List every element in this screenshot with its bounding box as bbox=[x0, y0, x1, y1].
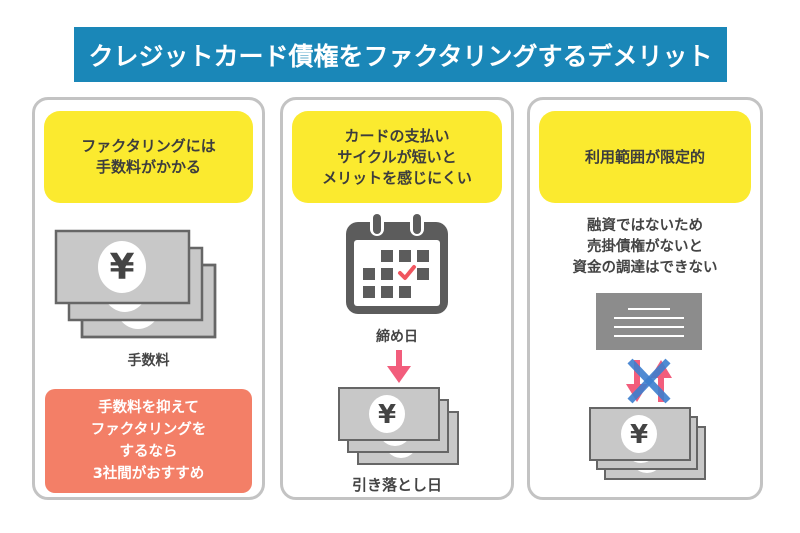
yen-bills-icon: ¥ bbox=[589, 407, 706, 480]
yen-bills-icon: ¥ bbox=[54, 229, 217, 339]
document-icon bbox=[596, 293, 702, 350]
card-heading: 利用範囲が限定的 bbox=[539, 111, 751, 203]
closing-date-label: 締め日 bbox=[376, 329, 418, 345]
card-fees: ファクタリングには 手数料がかかる ¥ 手数料 手数料を抑えて ファクタリングを… bbox=[32, 97, 265, 500]
yen-bills-icon: ¥ bbox=[338, 387, 459, 465]
page-title: クレジットカード債権をファクタリングするデメリット bbox=[74, 27, 727, 82]
limited-use-description: 融資ではないため 売掛債権がないと 資金の調達はできない bbox=[572, 218, 718, 276]
card-heading: カードの支払い サイクルが短いと メリットを感じにくい bbox=[292, 111, 502, 203]
card-limited-use: 利用範囲が限定的 融資ではないため 売掛債権がないと 資金の調達はできない ¥ bbox=[527, 97, 763, 500]
yen-symbol: ¥ bbox=[630, 420, 648, 450]
debit-date-label: 引き落とし日 bbox=[351, 476, 442, 494]
fees-label: 手数料 bbox=[127, 353, 170, 369]
arrow-down-icon bbox=[387, 350, 411, 383]
calendar-check-icon bbox=[346, 212, 448, 314]
card-heading: ファクタリングには 手数料がかかる bbox=[44, 111, 253, 203]
crossed-exchange-icon bbox=[626, 358, 672, 404]
yen-symbol: ¥ bbox=[109, 247, 134, 288]
yen-symbol: ¥ bbox=[378, 400, 396, 430]
card-payment-cycle: カードの支払い サイクルが短いと メリットを感じにくい 締め日 ¥ 引き落とし日 bbox=[280, 97, 514, 500]
recommendation-box: 手数料を抑えて ファクタリングを するなら 3社間がおすすめ bbox=[45, 389, 252, 493]
